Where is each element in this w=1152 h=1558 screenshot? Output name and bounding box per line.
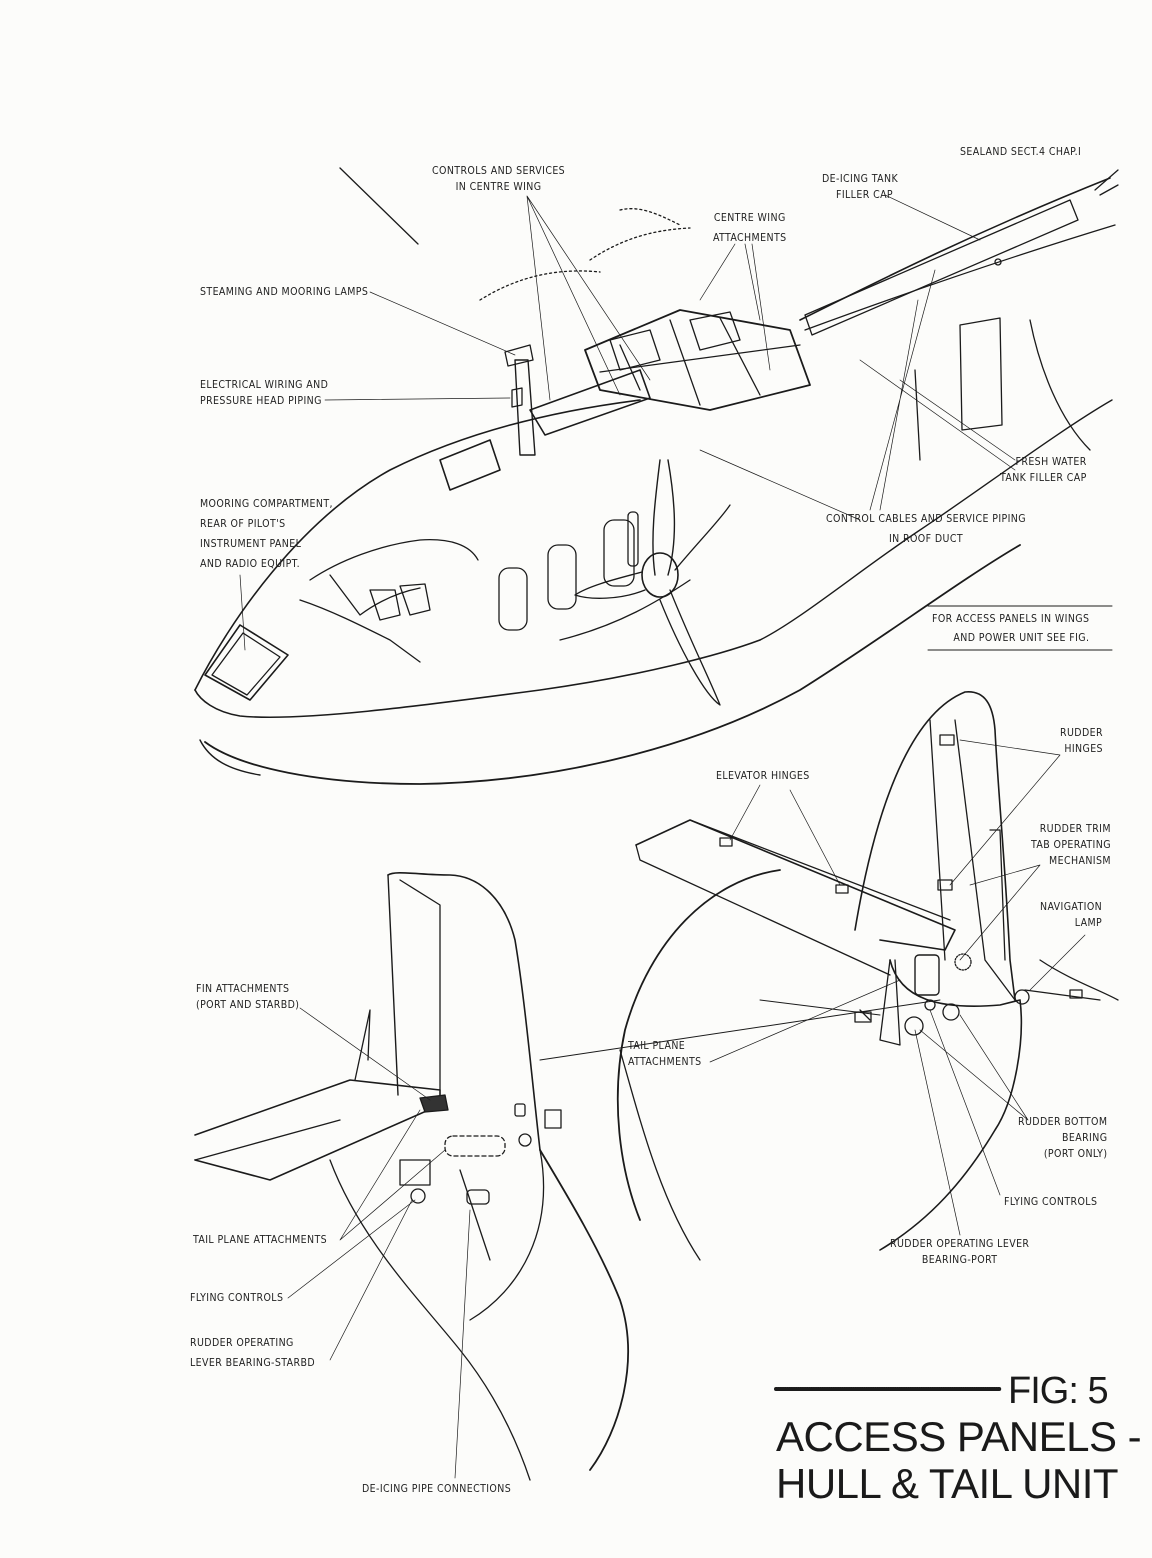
label-deicing-pipe-connections: DE-ICING PIPE CONNECTIONS <box>362 1483 512 1495</box>
label-tail-plane-attachments-right: TAIL PLANE ATTACHMENTS <box>628 1040 702 1068</box>
leader-lines-lower-right <box>709 739 1086 1236</box>
label-navigation-lamp: NAVIGATION LAMP <box>1040 901 1103 929</box>
label-flying-controls-left: FLYING CONTROLS <box>190 1292 284 1304</box>
label-elevator-hinges: ELEVATOR HINGES <box>716 770 810 782</box>
label-steaming-mooring-lamps: STEAMING AND MOORING LAMPS <box>200 286 369 298</box>
label-rudder-bottom-bearing: RUDDER BOTTOM BEARING (PORT ONLY) <box>1018 1116 1108 1160</box>
label-electrical-wiring: ELECTRICAL WIRING AND PRESSURE HEAD PIPI… <box>200 379 329 407</box>
label-rudder-lever-starbd: RUDDER OPERATING LEVER BEARING-STARBD <box>190 1337 315 1369</box>
figure-title-line-2: HULL & TAIL UNIT <box>776 1460 1119 1507</box>
label-mooring-compartment: MOORING COMPARTMENT, REAR OF PILOT'S INS… <box>200 498 333 570</box>
label-centre-wing-attachments: CENTRE WING ATTACHMENTS <box>713 212 787 244</box>
hull-nose-view <box>194 167 1119 785</box>
tail-view-right <box>616 691 1119 1261</box>
leader-lines-upper <box>239 194 1016 651</box>
label-fin-attachments: FIN ATTACHMENTS (PORT AND STARBD) <box>196 983 300 1011</box>
figure-number: FIG: 5 <box>1008 1370 1109 1412</box>
drawing-reference: SEALAND SECT.4 CHAP.I <box>960 146 1082 158</box>
note-access-panels: FOR ACCESS PANELS IN WINGS AND POWER UNI… <box>932 613 1090 644</box>
label-deicing-tank-filler-cap: DE-ICING TANK FILLER CAP <box>822 173 899 201</box>
label-tail-plane-attachments-left: TAIL PLANE ATTACHMENTS <box>193 1234 328 1246</box>
label-controls-centre-wing: CONTROLS AND SERVICES IN CENTRE WING <box>432 165 566 193</box>
label-control-cables: CONTROL CABLES AND SERVICE PIPING IN ROO… <box>826 513 1026 545</box>
label-rudder-hinges: RUDDER HINGES <box>1060 727 1103 755</box>
label-fresh-water-tank: FRESH WATER TANK FILLER CAP <box>1000 456 1087 484</box>
label-rudder-lever-port: RUDDER OPERATING LEVER BEARING-PORT <box>890 1238 1030 1266</box>
figure-title-line-1: ACCESS PANELS - <box>776 1413 1142 1460</box>
label-flying-controls-right: FLYING CONTROLS <box>1004 1196 1098 1208</box>
label-rudder-trim-tab: RUDDER TRIM TAB OPERATING MECHANISM <box>1031 823 1111 867</box>
tail-view-left <box>194 871 941 1481</box>
leader-lines-lower-left <box>287 1007 471 1479</box>
